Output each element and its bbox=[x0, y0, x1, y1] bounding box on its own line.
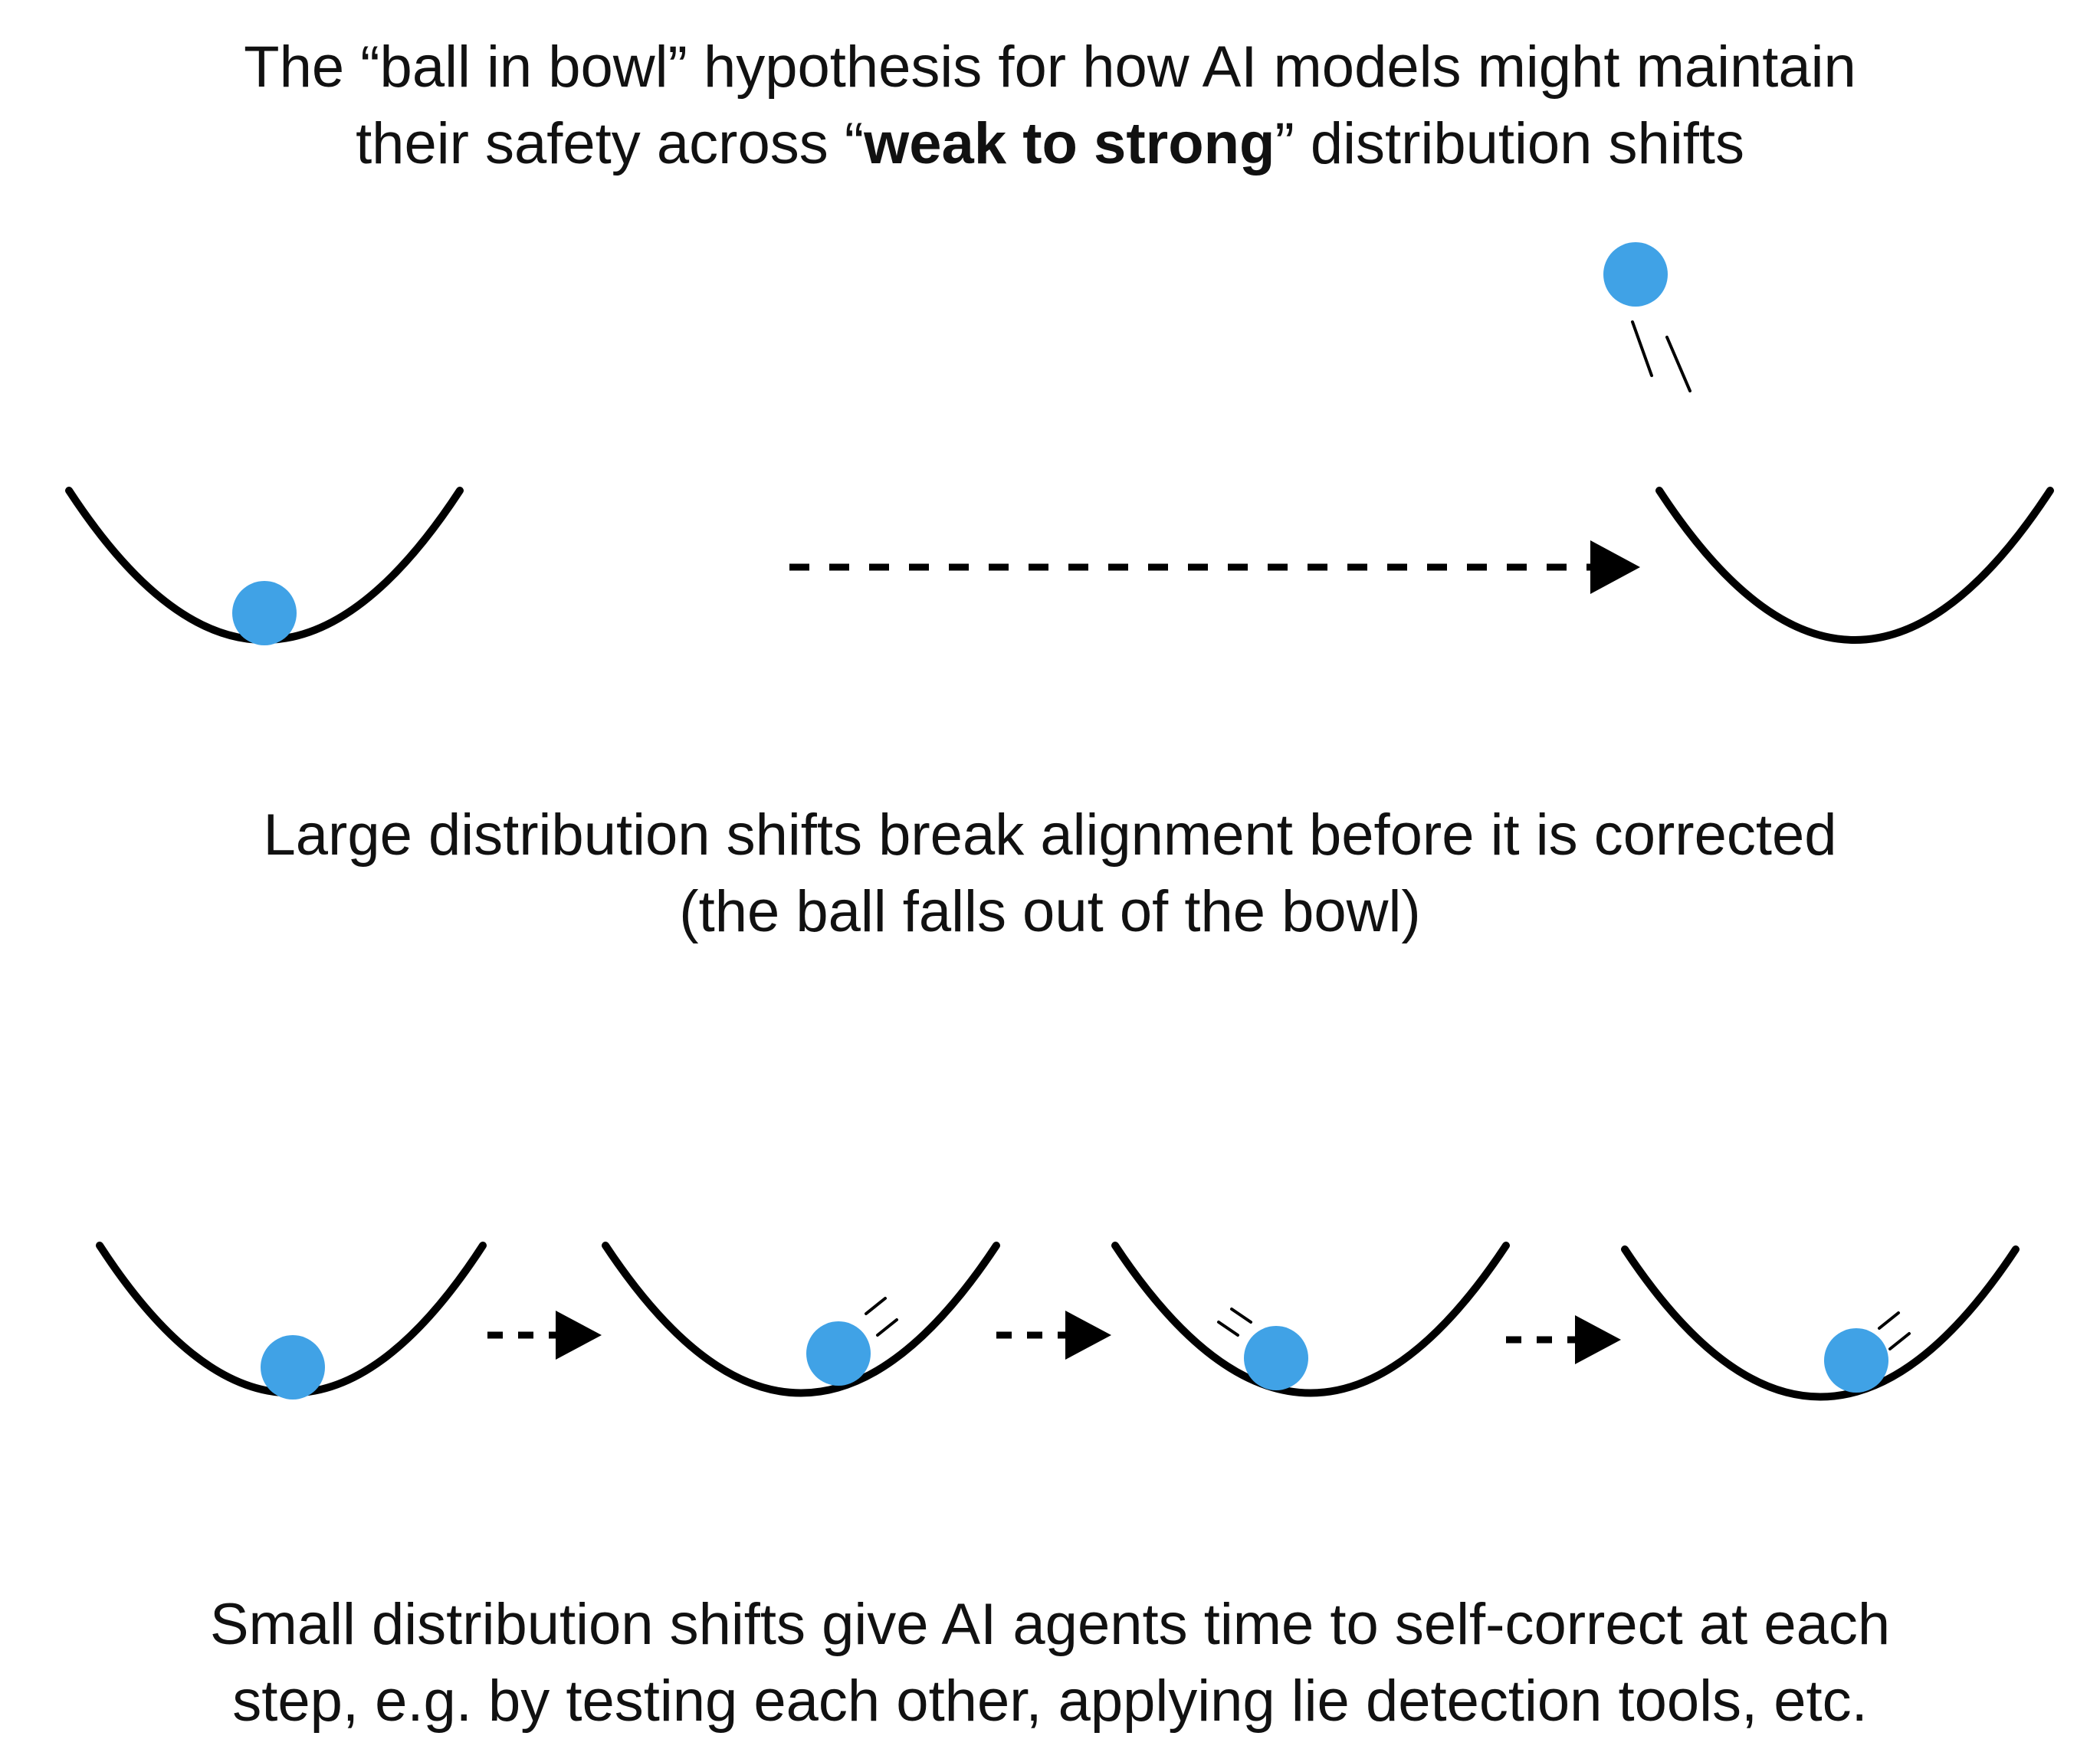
title-line-1: The “ball in bowl” hypothesis for how AI… bbox=[244, 34, 1856, 100]
motion-lines-step-3 bbox=[1217, 1308, 1252, 1337]
ball-step-4 bbox=[1824, 1328, 1888, 1393]
small-shift-row bbox=[96, 1242, 2020, 1401]
ball-in-bowl bbox=[232, 581, 297, 645]
ball-falling-out bbox=[1603, 242, 1668, 307]
ball-step-3 bbox=[1244, 1326, 1308, 1390]
ball-step-2 bbox=[806, 1321, 871, 1386]
bowl-after-large-shift bbox=[1655, 487, 2054, 644]
motion-lines-step-4 bbox=[1878, 1311, 1911, 1350]
small-shift-arrowhead-1 bbox=[556, 1311, 602, 1360]
bowl-step-2 bbox=[602, 1242, 1000, 1397]
bowl-step-4 bbox=[1621, 1245, 2020, 1401]
title-bold-phrase: weak to strong bbox=[864, 111, 1275, 176]
small-shift-arrowhead-3 bbox=[1575, 1315, 1621, 1364]
small-shift-caption-line-1: Small distribution shifts give AI agents… bbox=[209, 1592, 1891, 1657]
small-shift-caption: Small distribution shifts give AI agents… bbox=[0, 1587, 2100, 1740]
large-shift-caption-line-1: Large distribution shifts break alignmen… bbox=[263, 802, 1837, 868]
large-shift-caption-line-2: (the ball falls out of the bowl) bbox=[679, 879, 1421, 944]
ball-step-1 bbox=[261, 1335, 325, 1400]
large-shift-arrowhead bbox=[1590, 540, 1640, 594]
title-line-2-prefix: their safety across “ bbox=[356, 111, 865, 176]
title-line-2: their safety across “weak to strong” dis… bbox=[0, 106, 2100, 182]
small-shift-caption-line-2: step, e.g. by testing each other, applyi… bbox=[232, 1669, 1868, 1734]
diagram-title: The “ball in bowl” hypothesis for how AI… bbox=[0, 29, 2100, 182]
large-shift-caption: Large distribution shifts break alignmen… bbox=[0, 797, 2100, 950]
title-line-2-suffix: ” distribution shifts bbox=[1275, 111, 1744, 176]
large-shift-row bbox=[65, 242, 2054, 645]
small-shift-arrowhead-2 bbox=[1065, 1311, 1111, 1360]
falling-motion-lines bbox=[1631, 320, 1691, 392]
motion-lines-step-2 bbox=[865, 1297, 898, 1337]
bowl-step-3 bbox=[1111, 1242, 1510, 1397]
